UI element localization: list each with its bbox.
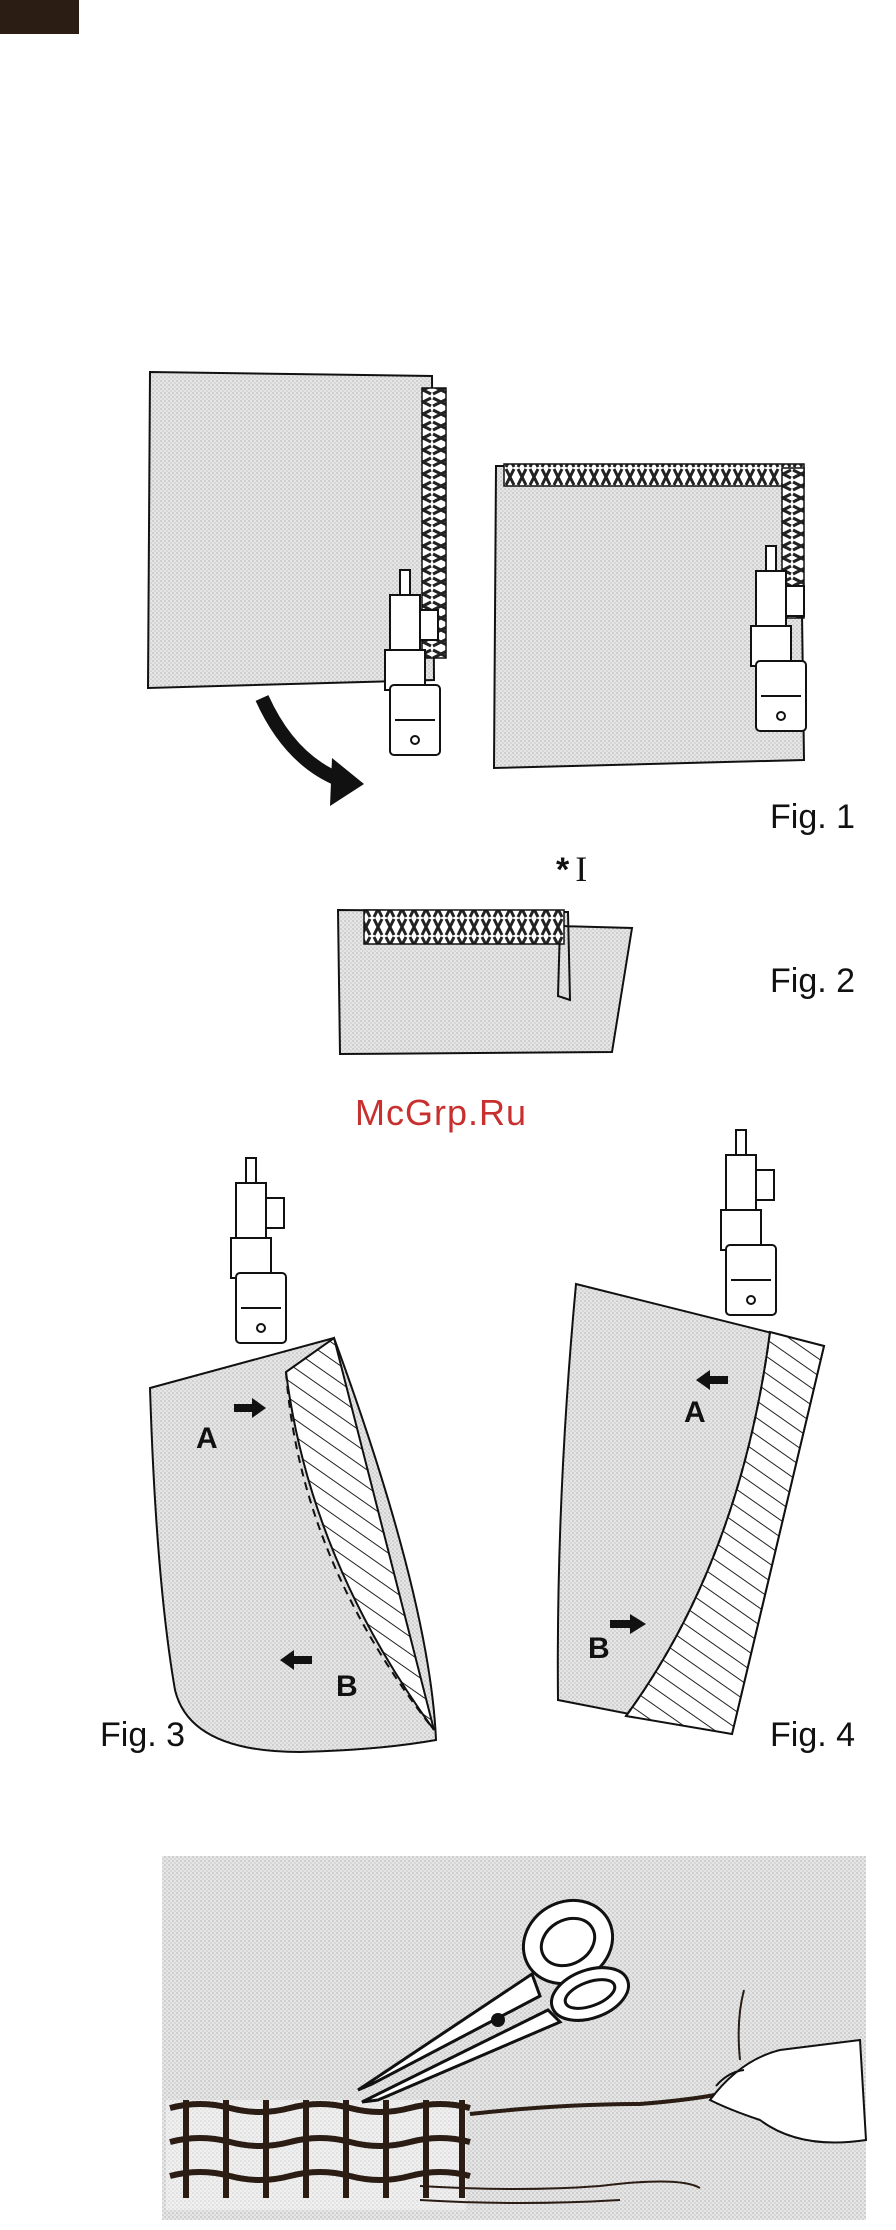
fig4-letter-b: B: [588, 1632, 610, 1666]
fig3-label: Fig. 3: [100, 1716, 185, 1755]
fig4-label: Fig. 4: [770, 1716, 855, 1755]
fig2-marker-star: *: [556, 851, 569, 889]
fig1-left-fabric: [148, 372, 446, 806]
fig2-fabric: [338, 910, 632, 1054]
watermark: McGrp.Ru: [355, 1092, 527, 1134]
fig3-illustration: [150, 1158, 436, 1752]
fig2-marker-symbol: I: [575, 849, 587, 889]
bottom-illustration: [162, 1856, 866, 2220]
fig2-marker: *I: [556, 848, 587, 890]
fig3-letter-b: B: [336, 1670, 358, 1704]
fig3-letter-a: A: [196, 1422, 218, 1456]
fig2-label: Fig. 2: [770, 962, 855, 1001]
fig1-label: Fig. 1: [770, 798, 855, 837]
fig1-right-fabric: [494, 464, 806, 768]
fig4-letter-a: A: [684, 1396, 706, 1430]
